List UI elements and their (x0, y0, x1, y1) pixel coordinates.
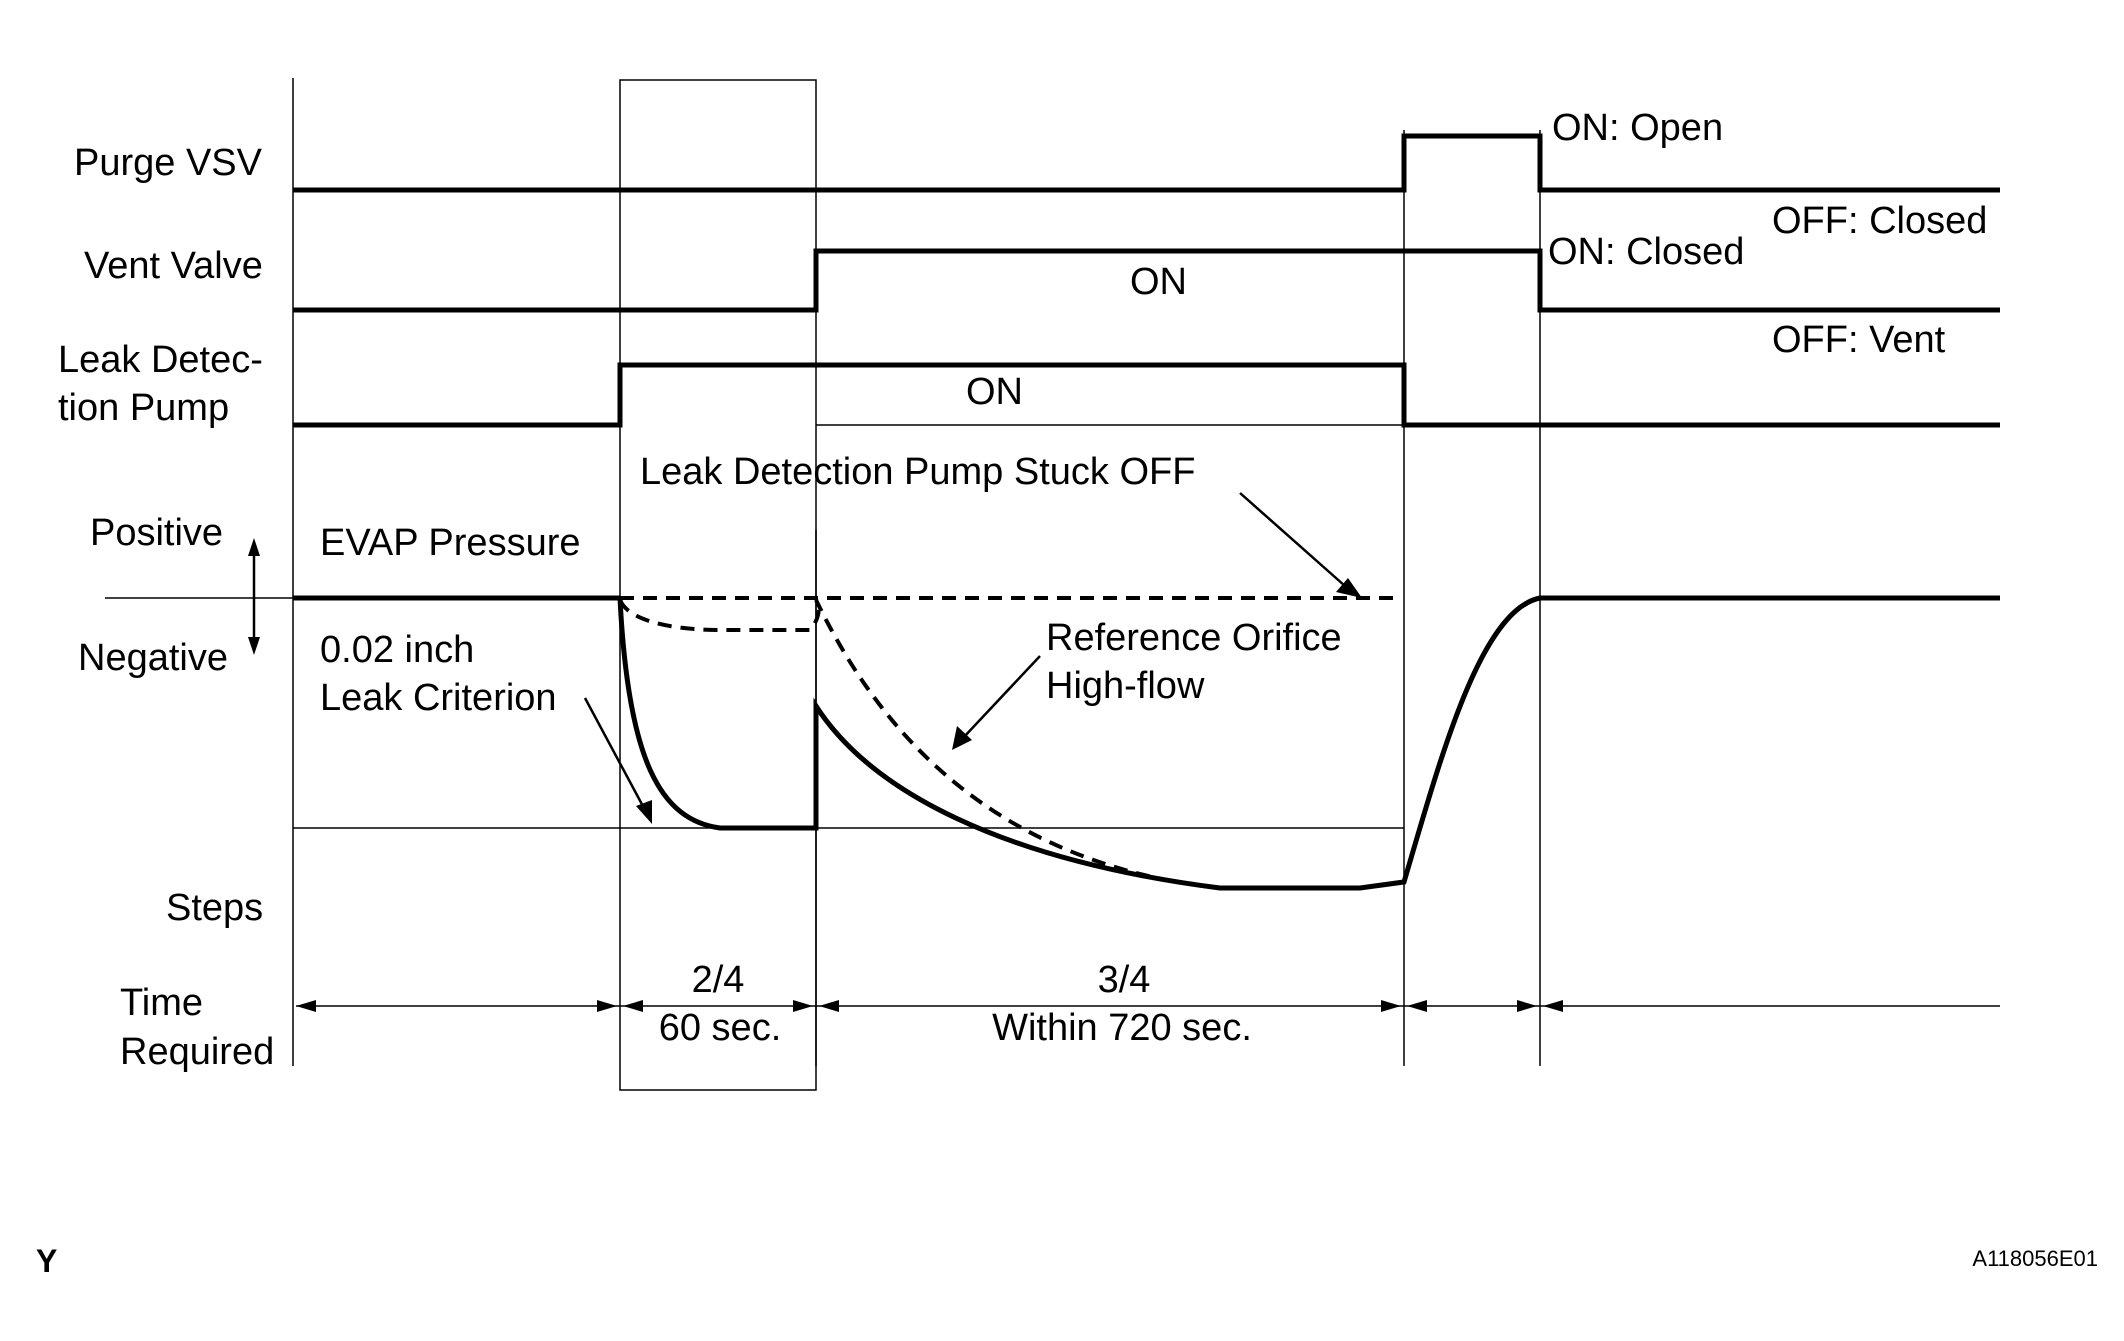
time-arrow-4-right (1517, 1000, 1537, 1012)
leak-criterion-label-line1: 0.02 inch (320, 629, 474, 671)
purge-on-label: ON: Open (1552, 107, 1723, 149)
vent-valve-trace (293, 248, 2000, 313)
vent-valve-label: Vent Valve (84, 245, 263, 287)
time-arrow-4-left (1407, 1000, 1427, 1012)
time-arrow-2-left (623, 1000, 643, 1012)
figure-id: A118056E01 (1972, 1246, 2098, 1271)
step2-label: 2/4 (692, 959, 745, 1001)
reference-orifice-dashed-curve (618, 598, 1221, 890)
annotations: EVAP Pressure Leak Detection Pump Stuck … (320, 451, 1342, 719)
leak-criterion-pointer (583, 697, 647, 811)
footer: Y A118056E01 (36, 1243, 2098, 1279)
pump-stuck-off-arrowhead (1336, 578, 1362, 598)
pump-stuck-off-label: Leak Detection Pump Stuck OFF (640, 451, 1195, 493)
leak-pump-trace (293, 362, 2000, 428)
purge-off-label: OFF: Closed (1772, 200, 1987, 242)
reference-orifice-arrowhead (952, 726, 972, 750)
purge-vsv-label: Purge VSV (74, 142, 263, 184)
step2-time: 60 sec. (659, 1007, 782, 1049)
leak-criterion-arrowhead (636, 800, 652, 824)
time-arrow-1-left (296, 1000, 316, 1012)
leak-pump-label-line1: Leak Detec- (58, 339, 263, 381)
time-label-line1: Time (120, 982, 203, 1024)
state-labels: ON: Open OFF: Closed ON: Closed OFF: Ven… (966, 107, 1987, 413)
positive-label: Positive (90, 512, 223, 554)
arrows (248, 492, 2000, 1012)
pump-stuck-off-pointer (1239, 492, 1346, 587)
time-arrow-3-right (1381, 1000, 1401, 1012)
reference-orifice-pointer (962, 655, 1041, 739)
reference-orifice-label-line1: Reference Orifice (1046, 617, 1342, 659)
vent-on-inline-label: ON (1130, 261, 1187, 303)
time-arrow-3-left (819, 1000, 839, 1012)
evap-pressure-label: EVAP Pressure (320, 522, 581, 564)
time-arrow-5-left (1543, 1000, 1563, 1012)
vent-off-label: OFF: Vent (1772, 319, 1946, 361)
evap-pressure-curve (617, 595, 2000, 891)
reference-orifice-label-line2: High-flow (1046, 665, 1205, 707)
step3-label: 3/4 (1098, 959, 1151, 1001)
steps-label: Steps (166, 887, 263, 929)
step2-box (619, 79, 817, 1091)
pump-on-inline-label: ON (966, 371, 1023, 413)
arrowhead-up (248, 538, 260, 556)
time-arrow-2-right (793, 1000, 813, 1012)
vent-on-label: ON: Closed (1548, 231, 1744, 273)
step-labels: 2/4 60 sec. 3/4 Within 720 sec. (659, 959, 1252, 1049)
signal-traces (293, 133, 2000, 891)
step3-time: Within 720 sec. (992, 1007, 1252, 1049)
figure-mark-y: Y (36, 1243, 57, 1279)
grid-lines (105, 78, 1541, 1091)
leak-criterion-label-line2: Leak Criterion (320, 677, 557, 719)
arrowhead-down (248, 637, 260, 655)
row-labels: Purge VSV Vent Valve Leak Detec- tion Pu… (58, 142, 274, 1073)
time-label-line2: Required (120, 1031, 274, 1073)
negative-label: Negative (78, 637, 228, 679)
time-arrow-1-right (597, 1000, 617, 1012)
purge-vsv-trace (293, 133, 2000, 193)
leak-pump-label-line2: tion Pump (58, 387, 229, 429)
